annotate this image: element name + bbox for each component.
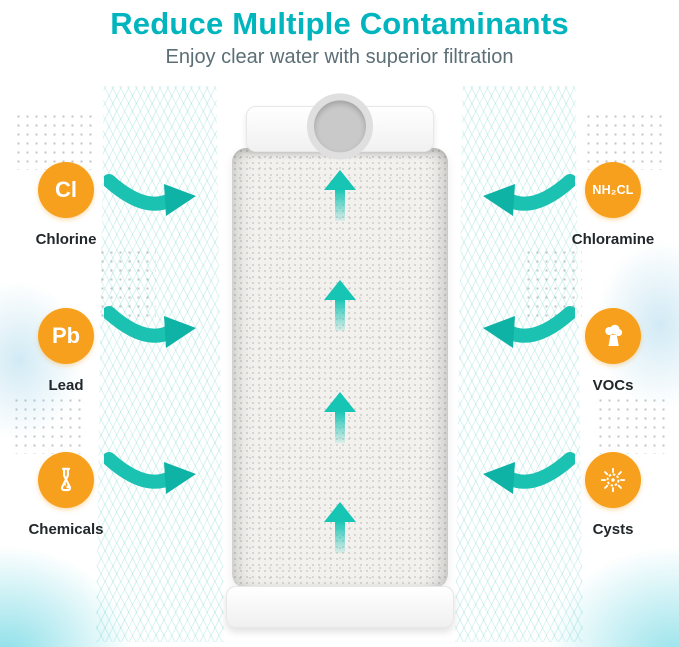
filter-top-cap bbox=[246, 93, 434, 160]
dot-pattern bbox=[584, 112, 666, 170]
dot-pattern bbox=[12, 396, 84, 454]
contaminant-cysts: Cysts bbox=[551, 452, 675, 538]
chloramine-badge: NH₂CL bbox=[585, 162, 641, 218]
contaminant-lead: Pb Lead bbox=[4, 308, 128, 394]
contaminant-chloramine: NH₂CL Chloramine bbox=[551, 162, 675, 248]
filter-bottom-cap bbox=[226, 586, 454, 628]
contaminant-chemicals: Chemicals bbox=[4, 452, 128, 538]
chlorine-badge: Cl bbox=[38, 162, 94, 218]
dot-pattern bbox=[14, 112, 96, 170]
dot-pattern bbox=[596, 396, 668, 454]
flow-arrow-right-2 bbox=[483, 306, 575, 348]
flow-arrow-left-1 bbox=[104, 174, 196, 216]
flow-arrow-left-3 bbox=[104, 452, 196, 494]
chemicals-badge bbox=[38, 452, 94, 508]
flask-icon bbox=[60, 467, 72, 492]
chemicals-label: Chemicals bbox=[28, 521, 104, 538]
flow-arrow-left-2 bbox=[104, 306, 196, 348]
cysts-badge bbox=[585, 452, 641, 508]
lead-symbol: Pb bbox=[51, 323, 81, 348]
flow-up-arrow bbox=[324, 280, 356, 331]
factory-icon bbox=[605, 324, 623, 346]
mesh-pattern-left bbox=[96, 86, 224, 642]
cysts-label: Cysts bbox=[592, 521, 634, 538]
vocs-label: VOCs bbox=[592, 377, 634, 394]
contaminant-vocs: VOCs bbox=[551, 308, 675, 394]
chlorine-label: Chlorine bbox=[35, 231, 97, 248]
flow-arrow-right-1 bbox=[483, 174, 575, 216]
flow-up-arrow bbox=[324, 170, 356, 221]
chloramine-symbol: NH₂CL bbox=[592, 183, 634, 197]
flow-up-arrow bbox=[324, 392, 356, 443]
filter-top-hole bbox=[307, 93, 373, 160]
flow-up-arrow bbox=[324, 502, 356, 553]
lead-badge: Pb bbox=[38, 308, 94, 364]
contaminant-chlorine: Cl Chlorine bbox=[4, 162, 128, 248]
lead-label: Lead bbox=[48, 377, 84, 394]
filter-cartridge-body bbox=[232, 148, 448, 588]
chlorine-symbol: Cl bbox=[55, 177, 77, 202]
flow-arrow-right-3 bbox=[483, 452, 575, 494]
subtitle: Enjoy clear water with superior filtrati… bbox=[165, 46, 514, 68]
mesh-pattern-right bbox=[455, 86, 583, 642]
vocs-badge bbox=[585, 308, 641, 364]
chloramine-label: Chloramine bbox=[571, 231, 655, 248]
page-title: Reduce Multiple Contaminants bbox=[110, 6, 569, 41]
sun-icon bbox=[600, 467, 626, 493]
